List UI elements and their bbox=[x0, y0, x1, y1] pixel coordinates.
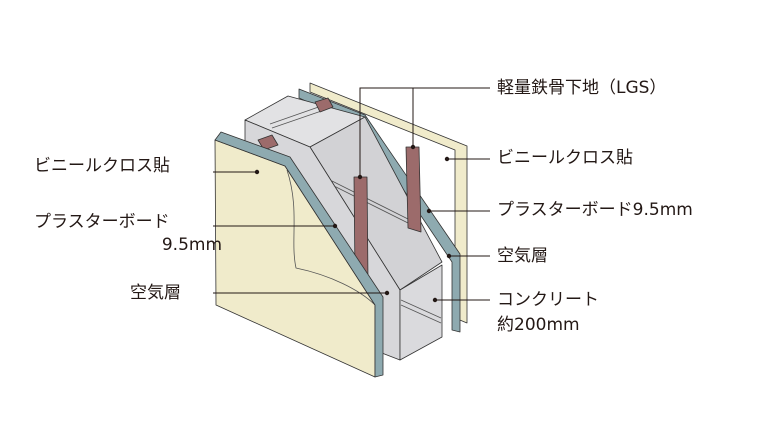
label-concrete: コンクリート bbox=[497, 290, 599, 310]
concrete-side bbox=[399, 264, 443, 361]
label-left-plaster: プラスターボード bbox=[34, 212, 170, 232]
label-left-vinyl: ビニールクロス貼 bbox=[34, 156, 170, 176]
label-left-plaster-thickness: 9.5mm bbox=[161, 235, 222, 255]
front-plaster-board bbox=[214, 131, 384, 378]
label-lgs: 軽量鉄骨下地（LGS） bbox=[497, 78, 667, 98]
stud-right bbox=[405, 146, 422, 233]
label-right-plaster: プラスターボード9.5mm bbox=[497, 200, 693, 220]
stud-top-back bbox=[314, 97, 334, 113]
label-left-air: 空気層 bbox=[130, 283, 181, 303]
label-concrete-thickness: 約200mm bbox=[497, 315, 580, 335]
label-right-vinyl: ビニールクロス貼 bbox=[497, 148, 633, 168]
label-right-air: 空気層 bbox=[497, 246, 548, 266]
